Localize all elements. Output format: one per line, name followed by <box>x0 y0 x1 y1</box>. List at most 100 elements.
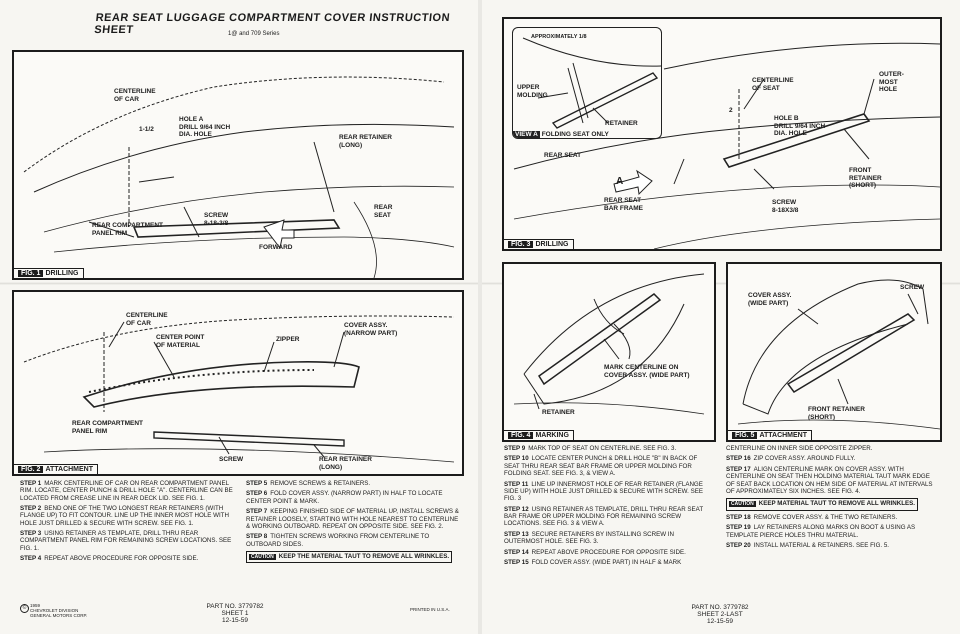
view-a-illustration <box>522 37 661 129</box>
figure-4-tag: FIG. 4 <box>508 432 534 439</box>
label-rear-compartment-panel-rim: REAR COMPARTMENT PANEL RIM <box>72 420 144 435</box>
label-retainer: RETAINER <box>542 409 575 416</box>
caution-text: KEEP THE MATERIAL TAUT TO REMOVE ALL WRI… <box>278 553 450 561</box>
label-screw: SCREW 8-18-3/8 <box>204 212 229 227</box>
figure-3-tag: FIG. 3 <box>508 241 534 248</box>
sheet-number: SHEET 2-LAST <box>697 611 743 618</box>
label-view-a-pointer: A <box>616 176 624 187</box>
label-centerline-of-seat: CENTERLINE OF SEAT <box>752 77 794 92</box>
figure-4-marking: MARK CENTERLINE ON COVER ASSY. (WIDE PAR… <box>502 262 716 442</box>
label-dimension: 2 <box>729 107 733 114</box>
label-hole-a: HOLE A DRILL 9/64 INCH DIA. HOLE <box>179 116 231 138</box>
sheet-date: 12-15-59 <box>221 617 249 624</box>
label-rear-seat: REAR SEAT <box>374 204 393 219</box>
sheet-1-footer: PART NO. 3779782 SHEET 1 12-15-59 <box>195 603 275 624</box>
label-upper-molding: UPPER MOLDING <box>517 84 548 99</box>
step-15-continued: CENTERLINE ON INNER SIDE OPPOSITE ZIPPER… <box>726 445 873 452</box>
figure-5-illustration <box>737 279 940 430</box>
label-screw: SCREW <box>900 284 925 291</box>
label-mark-centerline: MARK CENTERLINE ON COVER ASSY. (WIDE PAR… <box>604 364 690 379</box>
label-screw: SCREW <box>219 456 244 463</box>
figure-1-drilling: CENTERLINE OF CAR 1-1/2 HOLE A DRILL 9/6… <box>12 50 464 280</box>
view-a-caption-text: FOLDING SEAT ONLY <box>541 131 609 138</box>
sheet-date: 12-15-59 <box>706 618 734 625</box>
label-rear-retainer-long: REAR RETAINER (LONG) <box>339 134 392 149</box>
sheet-2-footer: PART NO. 3779782 SHEET 2-LAST 12-15-59 <box>672 604 768 625</box>
label-retainer: RETAINER <box>605 120 638 127</box>
figure-2-tag: FIG. 2 <box>18 466 44 473</box>
figure-5-caption-text: ATTACHMENT <box>759 432 808 439</box>
label-cover-assy-wide: COVER ASSY. (WIDE PART) <box>748 292 792 307</box>
label-rear-compartment-panel-rim: REAR COMPARTMENT PANEL RIM <box>92 222 164 237</box>
figure-5-attachment: COVER ASSY. (WIDE PART) SCREW FRONT RETA… <box>726 262 942 442</box>
sheet-2: APPROXIMATELY 1/8 UPPER MOLDING RETAINER… <box>482 0 960 634</box>
figure-4-illustration <box>513 273 705 415</box>
figure-5-tag: FIG. 5 <box>732 432 758 439</box>
label-rear-seat-bar-frame: REAR SEAT BAR FRAME <box>604 197 643 212</box>
label-outermost-hole: OUTER- MOST HOLE <box>879 71 904 93</box>
copyright-mark: © <box>20 604 29 613</box>
label-front-retainer-short: FRONT RETAINER (SHORT) <box>808 406 865 421</box>
label-approximately: APPROXIMATELY 1/8 <box>531 34 587 40</box>
label-rear-seat: REAR SEAT <box>544 152 582 159</box>
printed-in-usa: PRINTED IN U.S.A. <box>410 607 450 612</box>
caution-tag: CAUTION <box>729 501 756 508</box>
part-number: PART NO. 3779782 <box>206 603 264 610</box>
view-a-tag: VIEW A <box>513 131 540 138</box>
label-forward: FORWARD <box>259 244 293 251</box>
label-centerline-of-car: CENTERLINE OF CAR <box>114 88 156 103</box>
fold-crease <box>482 282 960 285</box>
label-rear-retainer-long: REAR RETAINER (LONG) <box>319 456 372 471</box>
sheet-number: SHEET 1 <box>221 610 249 617</box>
fold-crease <box>0 282 478 285</box>
sheet-subtitle: 1@ and 709 Series <box>228 31 280 37</box>
copyright-text: 1959 Chevrolet Division General Motors C… <box>30 603 88 618</box>
view-a-inset: APPROXIMATELY 1/8 UPPER MOLDING RETAINER… <box>512 27 662 139</box>
label-centerline-of-car: CENTERLINE OF CAR <box>126 312 168 327</box>
label-front-retainer-short: FRONT RETAINER (SHORT) <box>849 167 882 189</box>
figure-2-attachment: CENTERLINE OF CAR CENTER POINT OF MATERI… <box>12 290 464 476</box>
steps-column-4: CENTERLINE ON INNER SIDE OPPOSITE ZIPPER… <box>726 445 940 553</box>
figure-1-caption-text: DRILLING <box>45 270 79 277</box>
label-cover-assy-narrow: COVER ASSY. (NARROW PART) <box>344 322 398 337</box>
view-a-caption: VIEW A FOLDING SEAT ONLY <box>513 131 609 138</box>
figure-2-illustration <box>23 315 455 463</box>
figure-1-tag: FIG. 1 <box>18 270 44 277</box>
figure-3-illustration <box>513 42 940 249</box>
caution-tag: CAUTION <box>249 554 276 561</box>
label-screw: SCREW 8-18x3/8 <box>772 199 799 214</box>
caution-text: KEEP MATERIAL TAUT TO REMOVE ALL WRINKLE… <box>758 500 915 508</box>
figure-2-caption-text: ATTACHMENT <box>45 466 94 473</box>
figure-3-caption-text: DRILLING <box>535 241 569 248</box>
figure-4-caption-text: MARKING <box>535 432 569 439</box>
label-center-point-of-material: CENTER POINT OF MATERIAL <box>156 334 205 349</box>
